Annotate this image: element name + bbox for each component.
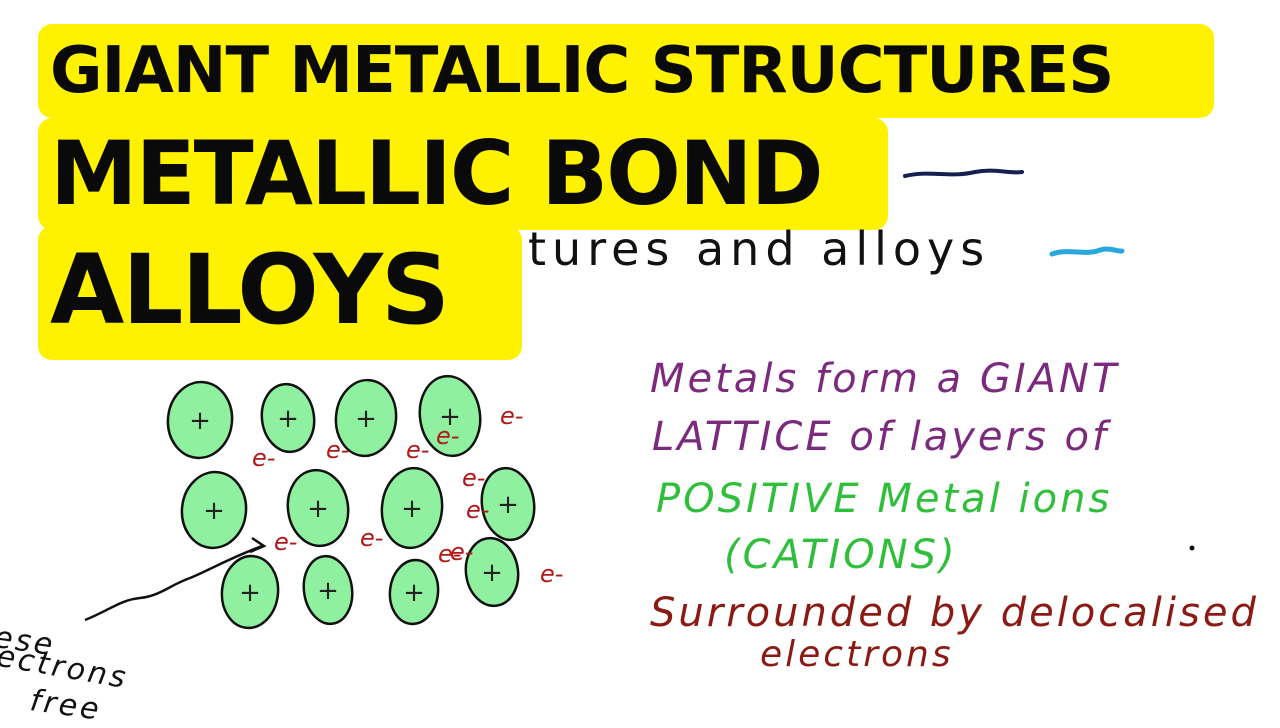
note-line-4: (CATIONS) <box>724 532 958 578</box>
title-text-3: ALLOYS <box>50 234 450 346</box>
delocalised-electron: e- <box>326 436 349 464</box>
title-banner-alloys: ALLOYS <box>38 226 522 360</box>
underline-blue-squiggle <box>1049 246 1125 257</box>
ion-charge-label: + <box>307 494 329 524</box>
delocalised-electron: e- <box>450 538 473 566</box>
delocalised-electron: e- <box>466 496 489 524</box>
positive-ion: + <box>464 536 520 608</box>
note-line-1: Metals form a GIANT <box>650 356 1120 402</box>
positive-ion: + <box>180 470 248 550</box>
delocalised-electron: e- <box>500 402 523 430</box>
title-banner-giant-metallic-structures: GIANT METALLIC STRUCTURES <box>38 24 1214 118</box>
ions-layer: + + + + + + + + + + + + <box>166 374 536 630</box>
positive-ion: + <box>388 558 440 626</box>
delocalised-electron: e- <box>438 540 461 568</box>
dot-mark <box>1189 545 1195 551</box>
annotation-arrow-line <box>84 544 263 622</box>
delocalised-electron: e- <box>360 524 383 552</box>
electrons-layer: e-e-e-e-e-e-e-e-e-e-e-e- <box>252 402 563 588</box>
title-text-1: GIANT METALLIC STRUCTURES <box>50 34 1114 108</box>
ion-charge-label: + <box>355 404 377 434</box>
ion-charge-label: + <box>239 578 261 608</box>
delocalised-electron: e- <box>252 444 275 472</box>
ion-charge-label: + <box>189 406 211 436</box>
positive-ion: + <box>418 374 482 458</box>
positive-ion: + <box>480 466 536 542</box>
handwritten-title-fragment: tures and alloys <box>528 222 991 276</box>
positive-ion: + <box>166 380 234 460</box>
positive-ion: + <box>334 378 398 458</box>
positive-ion: + <box>302 554 354 626</box>
note-line-2: LATTICE of layers of <box>652 414 1110 460</box>
title-banner-metallic-bond: METALLIC BOND <box>38 118 888 230</box>
ion-charge-label: + <box>203 496 225 526</box>
positive-ion: + <box>220 554 280 630</box>
annotation-arrow-head <box>249 536 267 554</box>
delocalised-electron: e- <box>406 436 429 464</box>
title-text-2: METALLIC BOND <box>50 122 824 225</box>
note-line-6: electrons <box>760 634 954 675</box>
ion-charge-label: + <box>401 494 423 524</box>
positive-ion: + <box>286 468 350 548</box>
delocalised-electron: e- <box>462 464 485 492</box>
note-line-3: POSITIVE Metal ions <box>656 476 1113 522</box>
delocalised-electron: e- <box>274 528 297 556</box>
ion-charge-label: + <box>317 576 339 606</box>
ion-charge-label: + <box>439 402 461 432</box>
ion-charge-label: + <box>497 490 519 520</box>
ion-charge-label: + <box>277 404 299 434</box>
delocalised-electron: e- <box>540 560 563 588</box>
underline-dark-squiggle <box>903 168 1024 178</box>
ion-charge-label: + <box>481 558 503 588</box>
positive-ion: + <box>380 466 444 550</box>
positive-ion: + <box>260 382 316 454</box>
note-line-5: Surrounded by delocalised <box>650 590 1259 636</box>
ion-charge-label: + <box>403 578 425 608</box>
delocalised-electron: e- <box>436 422 459 450</box>
